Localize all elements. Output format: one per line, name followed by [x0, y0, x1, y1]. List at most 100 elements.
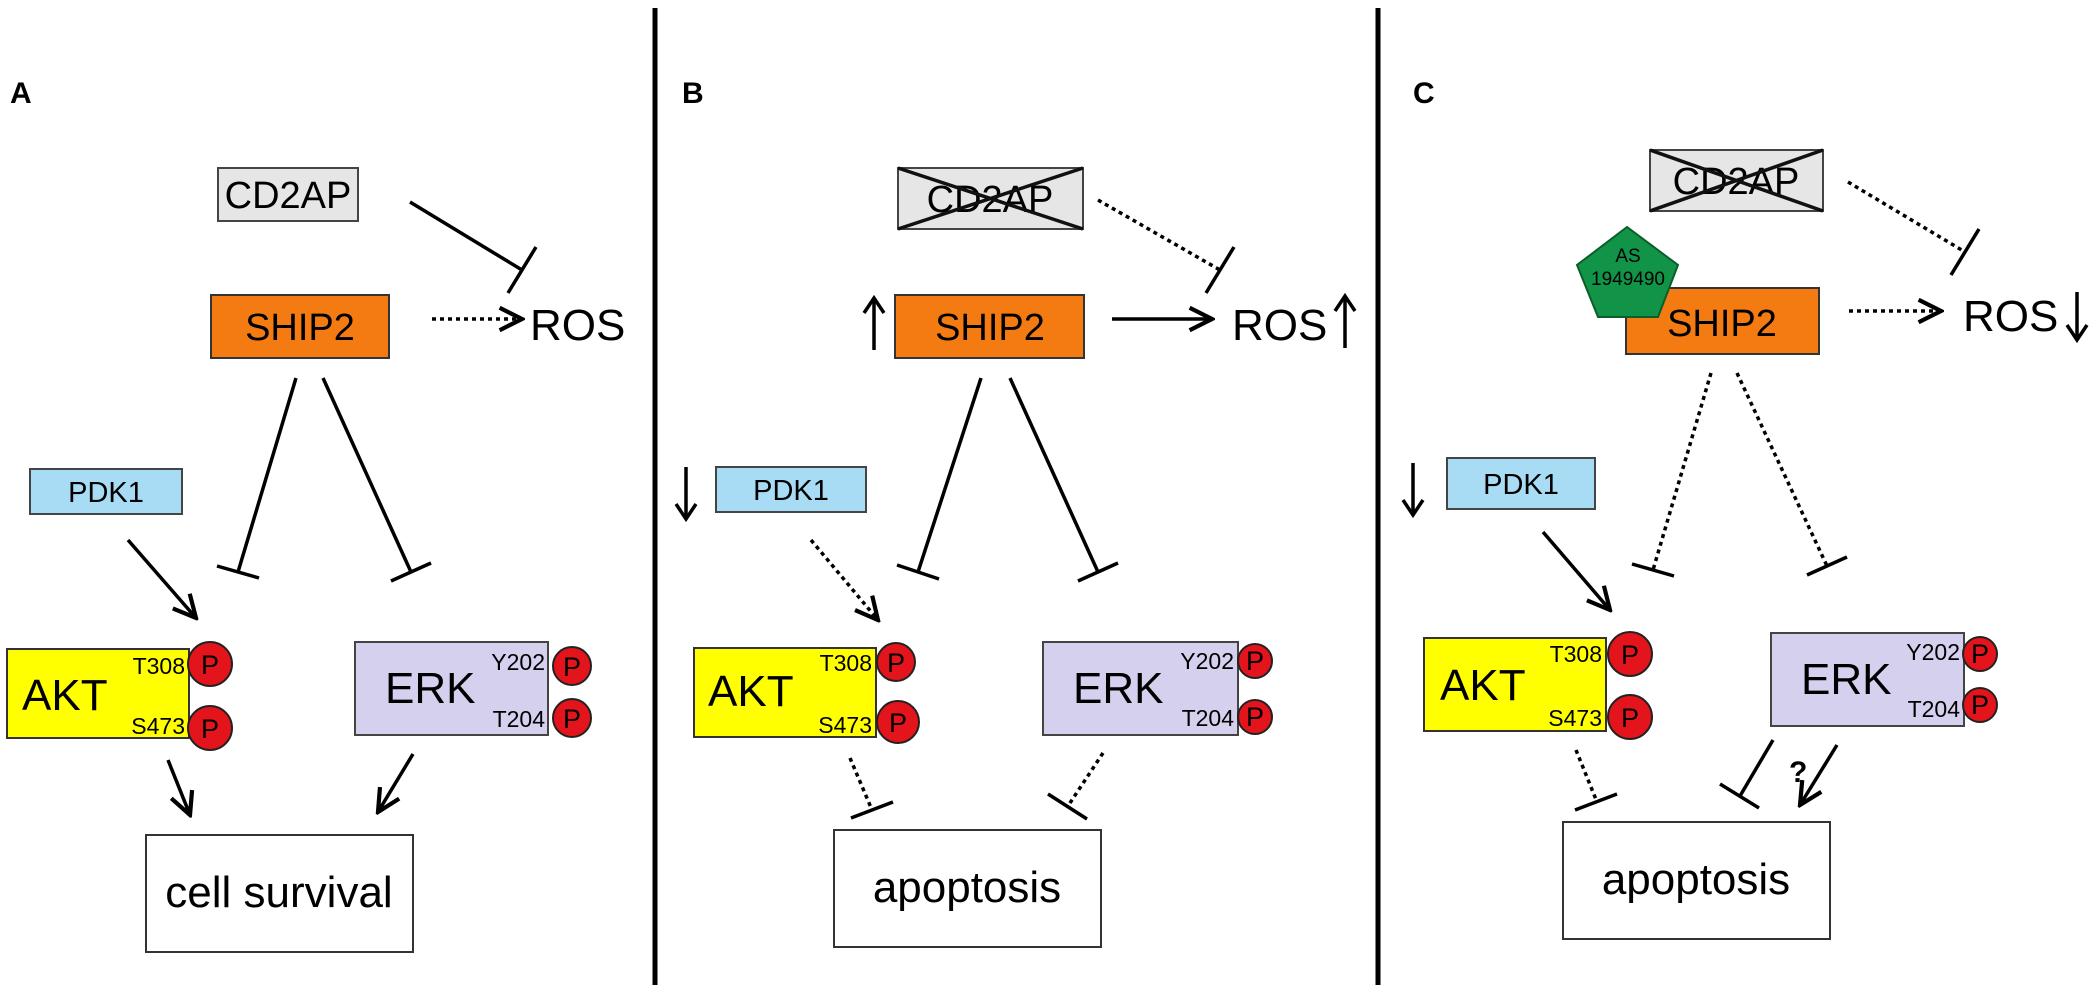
- activate-pdk1-akt: [809, 538, 878, 620]
- activate-erk-outcome: [1800, 744, 1839, 805]
- inhibit-ship2-erk: [1008, 377, 1100, 573]
- inhibit-ship2-akt: [1651, 372, 1713, 571]
- outcome-label: apoptosis: [873, 863, 1061, 912]
- pdk1-label: PDK1: [68, 477, 144, 509]
- erk-site-t204: T204: [493, 706, 546, 732]
- inhibit-bar: [896, 563, 940, 581]
- pdk1-box: [1446, 457, 1596, 510]
- inhibit-ship2-erk: [321, 377, 413, 573]
- drug-as1949490: AS 1949490: [1575, 225, 1680, 318]
- phospho-circle: [1962, 687, 1998, 723]
- inhibit-akt-outcome: [848, 757, 874, 811]
- phospho-label: P: [563, 652, 581, 682]
- akt-box: [6, 648, 190, 739]
- pdk1-label: PDK1: [1483, 469, 1559, 501]
- pdk1-box: [29, 468, 183, 515]
- erk-site-y202: Y202: [1906, 639, 1960, 665]
- ros-label: ROS: [530, 301, 625, 350]
- akt-label: AKT: [708, 667, 794, 716]
- inhibit-cd2ap-ros: [1847, 180, 1966, 254]
- drug-label-line1: AS: [1615, 246, 1640, 267]
- erk-label: ERK: [1073, 664, 1163, 713]
- ship2-label: SHIP2: [935, 307, 1045, 349]
- inhibit-erk-outcome: [1738, 739, 1775, 797]
- phospho-label: P: [1246, 702, 1264, 732]
- outcome-box: [1562, 821, 1831, 940]
- phospho-label: P: [887, 648, 905, 678]
- erk-label: ERK: [1801, 655, 1891, 704]
- ros-label: ROS: [1963, 292, 2058, 341]
- erk-site-t204: T204: [1182, 705, 1235, 731]
- ros-label: ROS: [1232, 301, 1327, 350]
- akt-site-t308: T308: [820, 650, 872, 676]
- phospho-label: P: [1621, 640, 1639, 670]
- inhibit-bar: [1574, 792, 1618, 812]
- activate-akt-outcome: [166, 759, 190, 815]
- erk-box: [1770, 632, 1965, 727]
- inhibit-ship2-akt: [916, 377, 983, 573]
- inhibit-bar: [506, 246, 538, 294]
- akt-box: [693, 647, 877, 738]
- activate-pdk1-akt: [1541, 530, 1610, 610]
- inhibit-bar: [1204, 246, 1236, 294]
- inhibit-bar: [216, 564, 260, 580]
- phospho-circle: [552, 646, 592, 686]
- akt-box: [1423, 637, 1607, 732]
- phospho-circle: [1607, 694, 1653, 740]
- inhibit-cd2ap-ros: [409, 200, 523, 272]
- phospho-label: P: [563, 704, 581, 734]
- pdk1-box: [715, 466, 867, 513]
- phospho-label: P: [1246, 646, 1264, 676]
- phospho-circle: [1237, 643, 1273, 679]
- inhibit-bar: [1631, 562, 1675, 578]
- inhibit-bar: [1047, 792, 1088, 821]
- ship2-label: SHIP2: [245, 307, 355, 349]
- phospho-label: P: [1971, 639, 1989, 669]
- activate-erk-outcome: [378, 753, 415, 812]
- panel-letter: B: [682, 77, 704, 110]
- inhibit-bar: [1949, 228, 1981, 276]
- down-arrow-icon: [674, 467, 698, 523]
- erk-site-y202: Y202: [1180, 648, 1234, 674]
- phospho-label: P: [889, 708, 907, 738]
- akt-site-s473: S473: [1548, 705, 1602, 731]
- outcome-box: [833, 829, 1102, 948]
- akt-site-s473: S473: [131, 713, 185, 739]
- phospho-label: P: [201, 714, 219, 744]
- ship2-box: [210, 294, 390, 359]
- phospho-circle: [876, 642, 916, 682]
- cross-out-icon: [897, 166, 1084, 231]
- inhibit-bar: [1806, 555, 1848, 577]
- phospho-circle: [1962, 636, 1998, 672]
- question-mark: ?: [1789, 756, 1807, 789]
- drug-label-line2: 1949490: [1591, 269, 1665, 290]
- panel-b: B CD2AP SHIP2 ROS PDK1 AKT T308 S473 P: [674, 77, 1357, 948]
- outcome-label: apoptosis: [1602, 855, 1790, 904]
- erk-box: [354, 641, 549, 736]
- inhibit-ship2-akt: [236, 377, 298, 573]
- inhibit-cd2ap-ros: [1097, 198, 1221, 272]
- phospho-label: P: [1621, 703, 1639, 733]
- phospho-circle: [1607, 631, 1653, 677]
- inhibit-ship2-erk: [1735, 372, 1829, 567]
- up-arrow-icon: [1333, 292, 1357, 348]
- phospho-circle: [876, 700, 920, 744]
- cd2ap-box: [217, 167, 359, 222]
- phospho-label: P: [201, 650, 219, 680]
- inhibit-bar: [850, 800, 894, 820]
- inhibit-bar: [1719, 782, 1760, 810]
- inhibit-bar: [1077, 561, 1119, 583]
- outcome-box: [145, 834, 414, 953]
- down-arrow-icon: [2065, 292, 2089, 344]
- akt-site-t308: T308: [133, 653, 185, 679]
- inhibit-akt-outcome: [1574, 749, 1599, 803]
- cd2ap-label: CD2AP: [225, 175, 352, 217]
- panel-c: C CD2AP SHIP2 AS 1949490 ROS PDK1 AKT T3…: [1401, 77, 2089, 940]
- phospho-circle: [1237, 699, 1273, 735]
- panel-a: A CD2AP SHIP2 ROS PDK1 AKT T308 S473 P P…: [6, 77, 625, 953]
- up-arrow-icon: [862, 294, 886, 350]
- pdk1-label: PDK1: [753, 475, 829, 507]
- erk-box: [1042, 641, 1239, 736]
- down-arrow-icon: [1401, 463, 1425, 519]
